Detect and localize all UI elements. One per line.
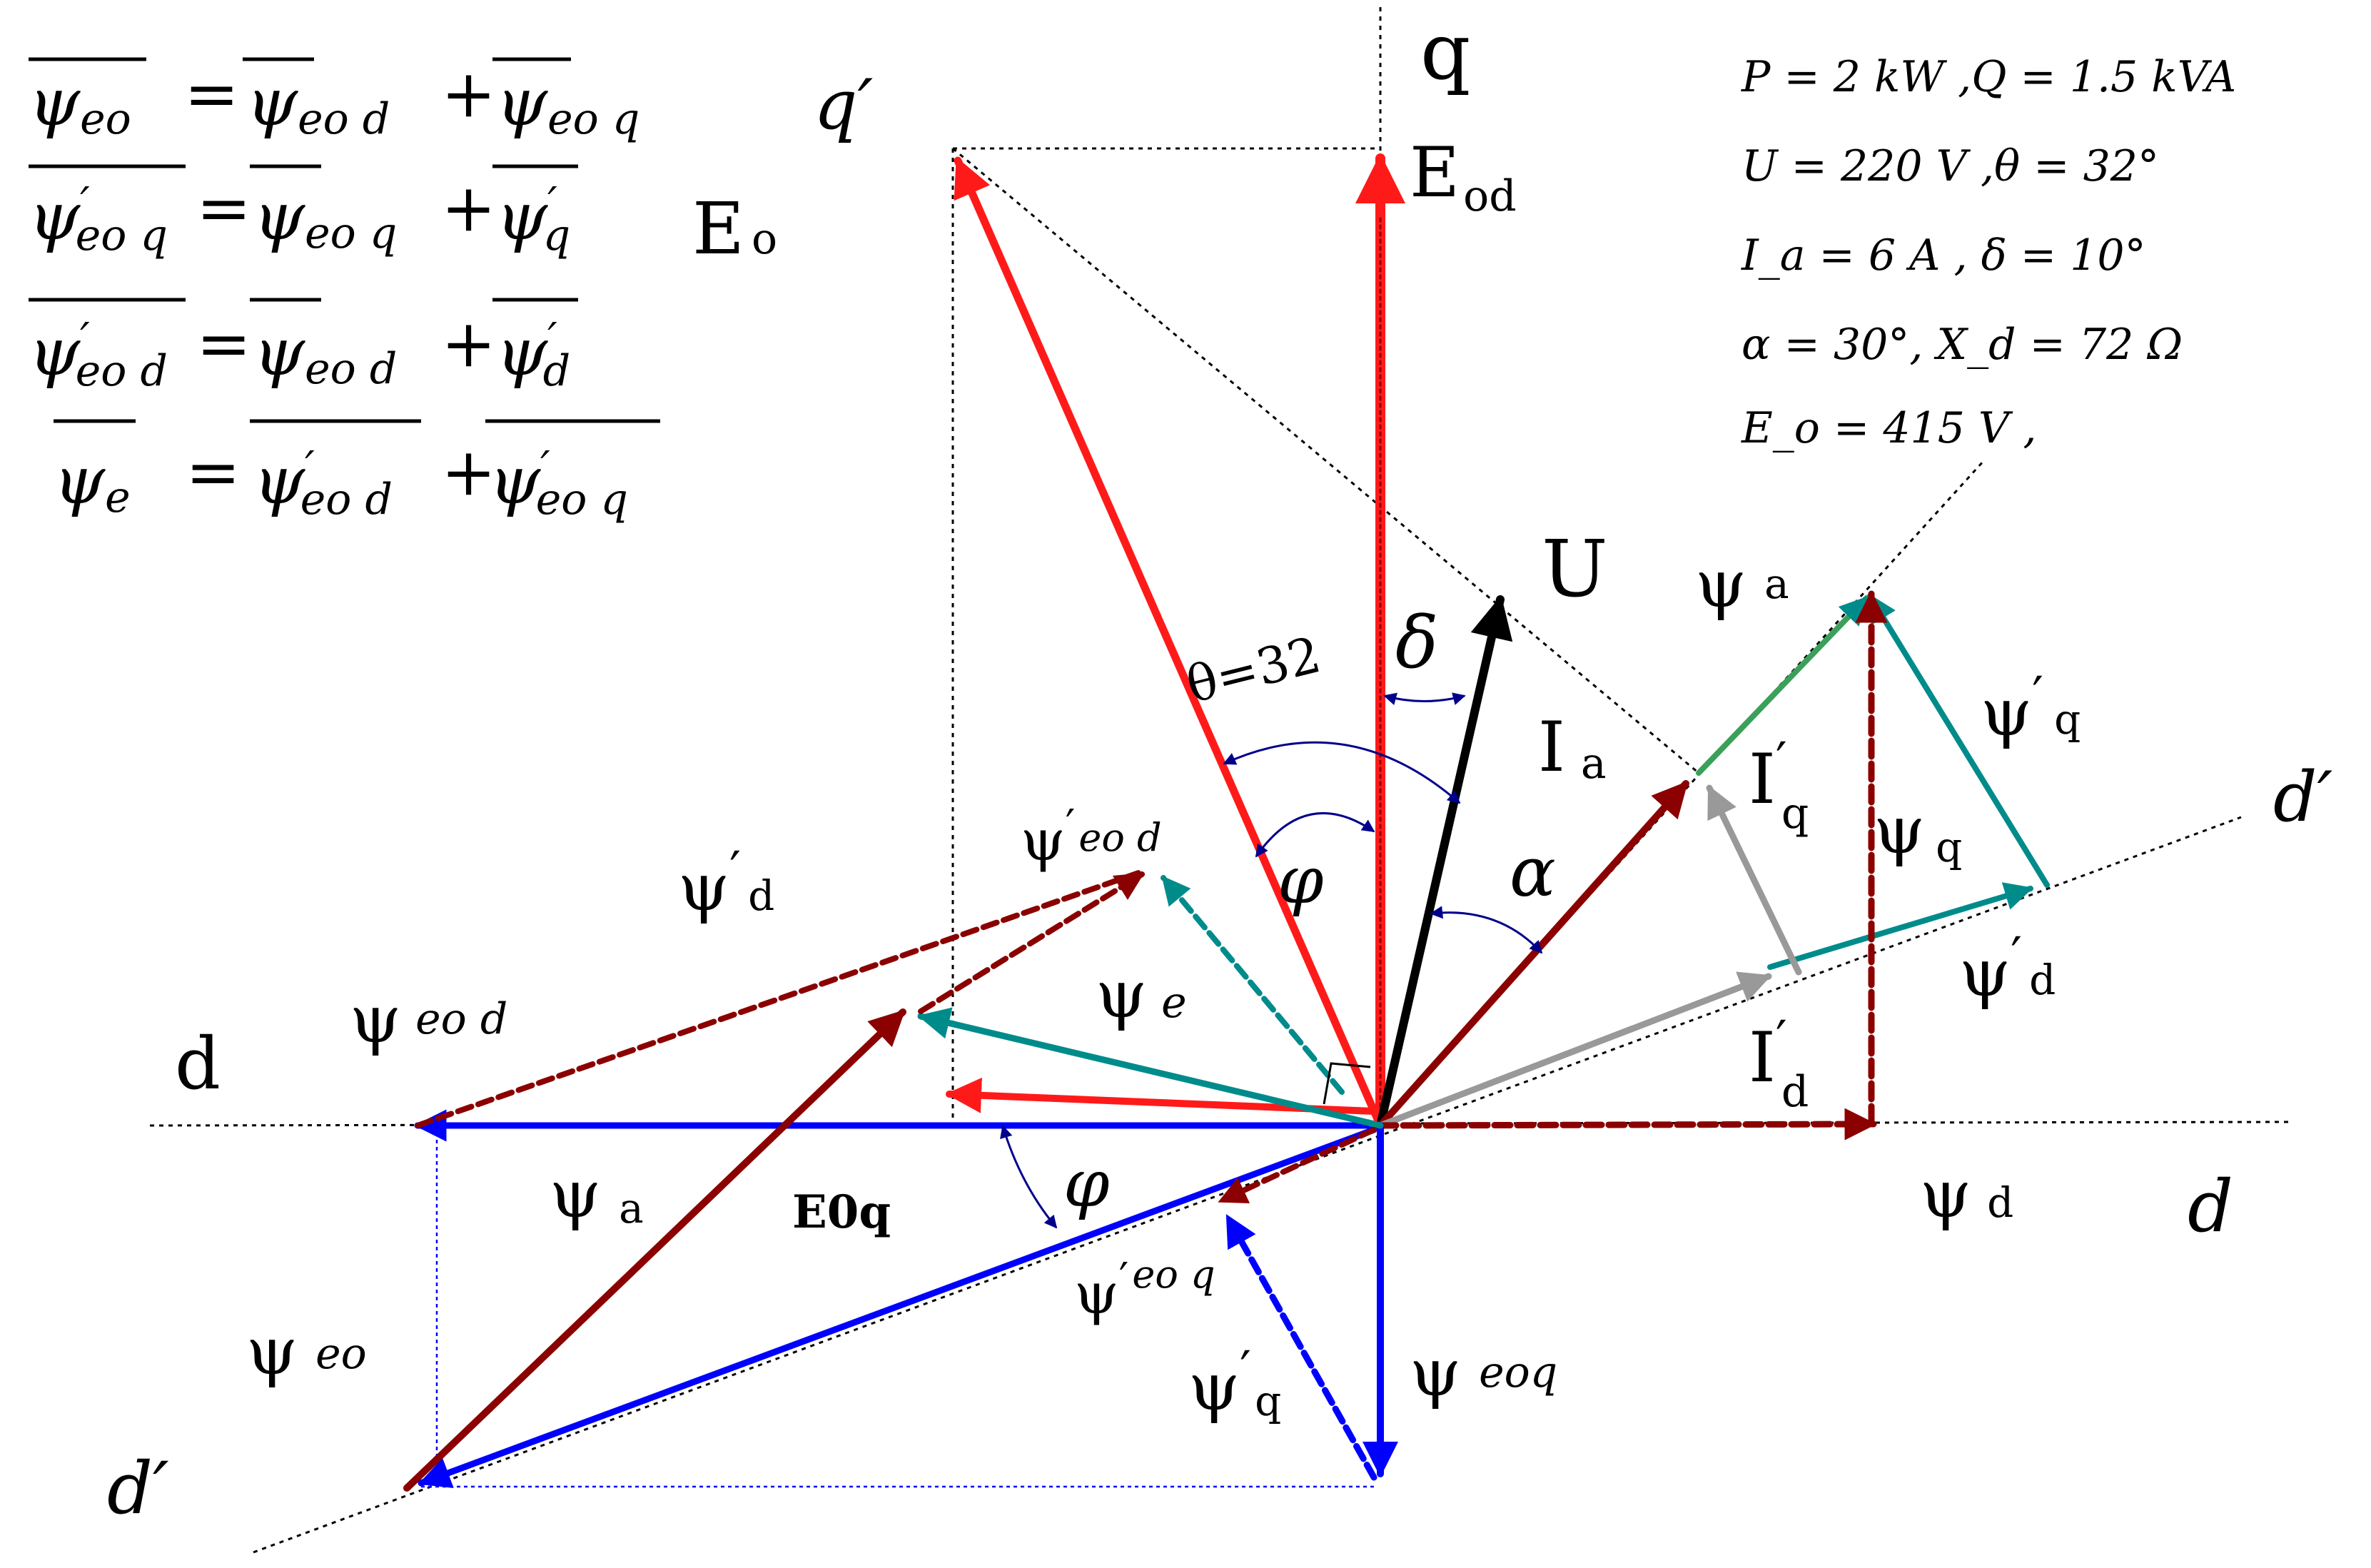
eq4-lhs: ψe [54,442,131,522]
eq4-equals: = [186,434,241,510]
eq1-equals: = [184,56,239,132]
param-line-5: E_o = 415 V , [1741,403,2036,453]
eq2-equals: = [196,170,251,246]
alpha-arc [1430,906,1543,954]
psi-eo-phasor [418,1126,1377,1489]
psi-d-prime-left-phasor [918,871,1145,1014]
parameters-block: P = 2 kW ,Q = 1.5 kVA U = 220 V ,θ = 32°… [1741,52,2236,453]
q-prime-label: q′ [814,65,873,145]
eq4-plus: + [441,434,496,510]
phi-lower-label: φ [1063,1145,1110,1222]
i-d-prime-phasor [1377,971,1772,1129]
d-prime-right-label: d′ [2273,757,2332,837]
param-line-4: α = 30°, X_d = 72 Ω [1741,320,2183,370]
theta-label: θ=32 [1181,625,1326,714]
eq3-equals: = [196,305,251,382]
d-prime-left-label: d′ [107,1447,169,1530]
d-axis-left-label: d [175,1022,221,1106]
diagonal-line [952,147,1699,774]
eq4-term1: ψ′eo d [253,442,393,525]
eq2-term2: ψ′q [496,178,570,261]
psi-eoq-prime-phasor [1218,1127,1377,1204]
psi-q-prime-right-label: ψ′q [1981,666,2081,751]
delta-label: δ [1395,601,1438,684]
theta-arc [1223,741,1461,804]
psi-d-prime-right-label: ψ′d [1959,926,2056,1011]
psi-e-phasor [917,1007,1384,1129]
phi-upper-arc [1255,811,1375,858]
eq3-term1: ψeo d [253,314,397,394]
alpha-label: α [1510,832,1556,912]
i-a-phasor [1377,780,1689,1129]
param-line-3: I_a = 6 A , δ = 10° [1741,231,2146,280]
i-q-prime-label: I′q [1749,732,1809,839]
psi-eod-prime-long-phasor [415,869,1143,1128]
e-o-phasor [954,156,1385,1130]
eq3-plus: + [441,305,496,382]
e-od-label: Eod [1410,133,1517,221]
equations-block: ψeo = ψeo d + ψeo q ψ′eo q = ψeo q + ψ′q… [29,56,660,525]
psi-a-top-phasor [1696,595,1869,776]
e-0q-label: E0q [792,1185,891,1239]
eq1-lhs: ψeo [29,64,131,144]
phasors [403,153,2050,1492]
delta-arc [1383,692,1466,705]
eq4-term2: ψ′eo q [489,442,628,525]
psi-q-prime-right-phasor [1867,593,2050,888]
u-phasor [1376,595,1513,1130]
psi-eoq-prime-label: ψ′eo q [1074,1252,1215,1327]
i-d-prime-label: I′d [1749,1010,1809,1117]
phi-upper-label: φ [1278,842,1324,919]
psi-q-prime-lower-label: ψ′q [1188,1340,1281,1425]
u-label: U [1542,523,1608,614]
eq2-lhs: ψ′eo q [29,178,168,261]
equation-overbars [29,57,660,423]
eq1-term1: ψeo d [246,64,390,144]
d-axis-right-label: d [2188,1165,2233,1248]
blue-construction-lines [421,1126,1374,1488]
eq2-plus: + [441,170,496,246]
i-q-prime-phasor [1706,784,1802,976]
eq2-term1: ψeo q [253,178,397,258]
right-angle-mark [1323,1062,1371,1105]
eq1-term2: ψeo q [496,64,639,144]
psi-eod-prime-label: ψ′eo d [1021,801,1162,874]
eq3-lhs: ψ′eo d [29,314,168,396]
eq1-plus: + [441,56,496,132]
psi-d-prime-right-phasor [1767,882,2033,970]
q-axis-label: q [1420,6,1470,97]
psi-eod-prime-phasor [1161,875,1345,1095]
phi-lower-arc [1000,1125,1058,1229]
psi-q-prime-lower-phasor [1224,1213,1377,1481]
param-line-1: P = 2 kW ,Q = 1.5 kVA [1741,52,2236,102]
psi-a-left-phasor [403,1008,906,1492]
eq3-term2: ψ′d [496,314,570,396]
psi-d-prime-left-label: ψ′d [678,841,774,926]
psi-d-phasor [1377,1108,1877,1140]
angle-arcs [1000,692,1543,1229]
param-line-2: U = 220 V ,θ = 32° [1741,141,2159,191]
